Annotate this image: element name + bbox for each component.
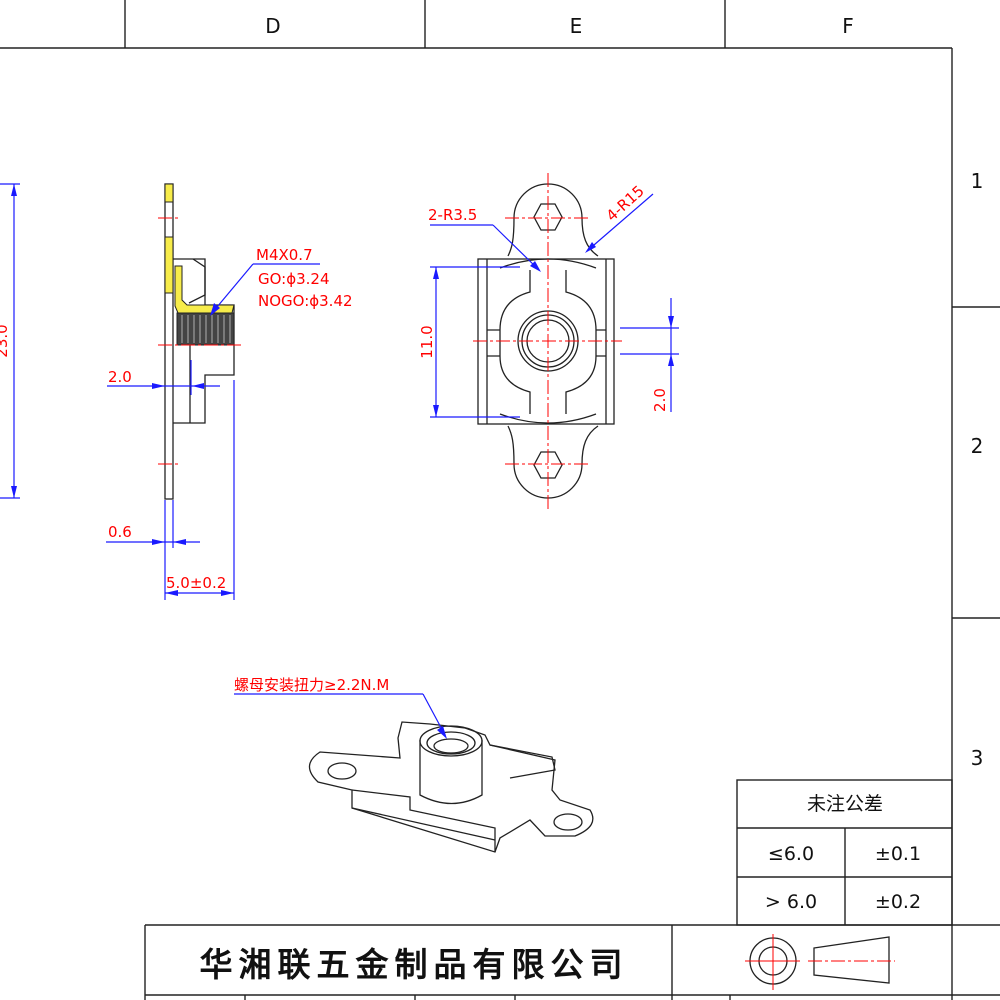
tolerance-table-title: 未注公差: [807, 793, 883, 815]
go-gauge-spec: GO:ϕ3.24: [258, 270, 330, 288]
tolerance-range-1: ≤6.0: [768, 843, 814, 865]
side-view-dimensions: [0, 183, 320, 600]
thread-spec: M4X0.7: [256, 246, 313, 264]
dim-thickness: 0.6: [108, 523, 132, 541]
dim-length: 11.0: [418, 325, 436, 358]
isometric-view: [308, 721, 594, 853]
row-label-1: 1: [971, 169, 984, 193]
column-label-e: E: [570, 14, 583, 38]
top-view-dimensions: [430, 193, 679, 418]
company-name: 华湘联五金制品有限公司: [200, 945, 629, 984]
dim-height: 23.0: [0, 324, 11, 357]
dim-slot: 2.0: [651, 388, 669, 412]
dim-total-depth: 5.0±0.2: [166, 574, 226, 592]
column-label-d: D: [265, 14, 280, 38]
column-label-f: F: [842, 14, 854, 38]
title-block: [144, 924, 1000, 1000]
torque-note: 螺母安装扭力≥2.2N.M: [234, 676, 389, 694]
dim-offset: 2.0: [108, 368, 132, 386]
side-section-view: [158, 183, 243, 500]
tolerance-value-1: ±0.1: [875, 843, 921, 865]
row-label-3: 3: [971, 746, 984, 770]
top-view: [473, 173, 622, 510]
projection-symbol-icon: [745, 934, 895, 990]
radius-small-label: 2-R3.5: [428, 206, 477, 224]
row-label-2: 2: [971, 434, 984, 458]
nogo-gauge-spec: NOGO:ϕ3.42: [258, 292, 353, 310]
torque-leader: [234, 693, 447, 739]
tolerance-value-2: ±0.2: [875, 891, 921, 913]
tolerance-range-2: > 6.0: [765, 891, 817, 913]
